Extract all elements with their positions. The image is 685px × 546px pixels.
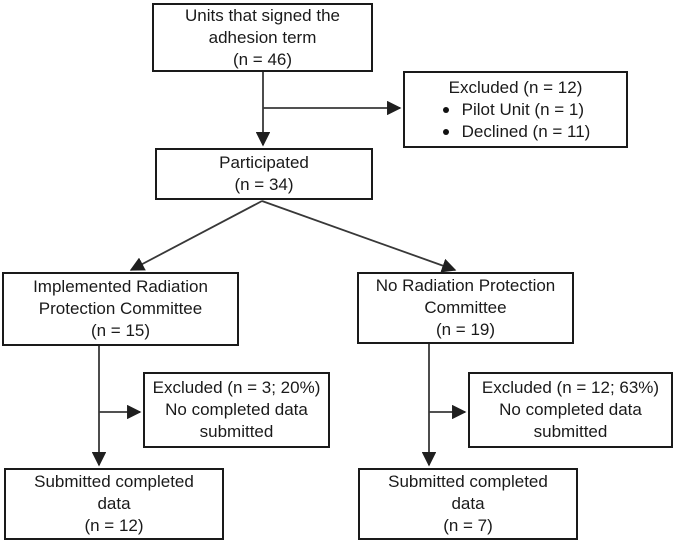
box-text-line: (n = 34) [234,175,294,194]
flow-box-committee-none: No Radiation Protection Committee (n = 1… [357,272,574,344]
box-text-line: submitted [199,422,274,441]
box-text-line: Participated [219,153,309,172]
box-text-line: Committee [424,298,507,317]
box-text-line: data [97,494,131,513]
box-text-line: (n = 19) [435,320,496,339]
bullet-item: Declined (n = 11) [441,121,591,143]
box-text-line: (n = 12) [84,516,144,535]
box-text-line: Submitted completed [388,472,548,491]
box-text-line: data [451,494,485,513]
flow-box-excluded-right: Excluded (n = 12; 63%) No completed data… [468,372,673,448]
bullet-icon [442,106,449,113]
bullet-icon [442,128,449,135]
flow-box-units-signed: Units that signed the adhesion term (n =… [152,3,373,72]
box-text-line: Excluded (n = 3; 20%) [152,378,321,397]
bullet-text: Pilot Unit (n = 1) [461,99,585,119]
box-text-line: No completed data [165,400,308,419]
box-text-line: adhesion term [208,27,317,47]
bullet-text: Declined (n = 11) [461,121,591,141]
box-text-line: submitted [533,422,608,441]
flow-box-submitted-left: Submitted completed data (n = 12) [4,468,224,540]
box-text-line: Submitted completed [34,472,194,491]
flow-box-excluded-left: Excluded (n = 3; 20%) No completed data … [143,372,330,448]
flow-box-excluded-initial: Excluded (n = 12) Pilot Unit (n = 1) Dec… [403,71,628,148]
box-text-line: Implemented Radiation [33,277,208,296]
box-text-line: Excluded (n = 12; 63%) [481,378,660,397]
box-text-line: Units that signed the [185,5,340,25]
excluded-bullet-list: Pilot Unit (n = 1) Declined (n = 11) [441,99,591,143]
box-text-line: No completed data [499,400,642,419]
box-text-line: Protection Committee [38,299,203,318]
box-text-line: (n = 15) [90,321,151,340]
box-text-line: (n = 7) [443,516,493,535]
flow-box-participated: Participated (n = 34) [155,148,373,200]
box-text-line: (n = 46) [232,49,293,69]
box-text-line: No Radiation Protection [375,276,556,295]
flow-box-committee-implemented: Implemented Radiation Protection Committ… [2,272,239,346]
flow-box-submitted-right: Submitted completed data (n = 7) [358,468,578,540]
bullet-item: Pilot Unit (n = 1) [441,99,584,121]
box-title: Excluded (n = 12) [448,77,583,97]
